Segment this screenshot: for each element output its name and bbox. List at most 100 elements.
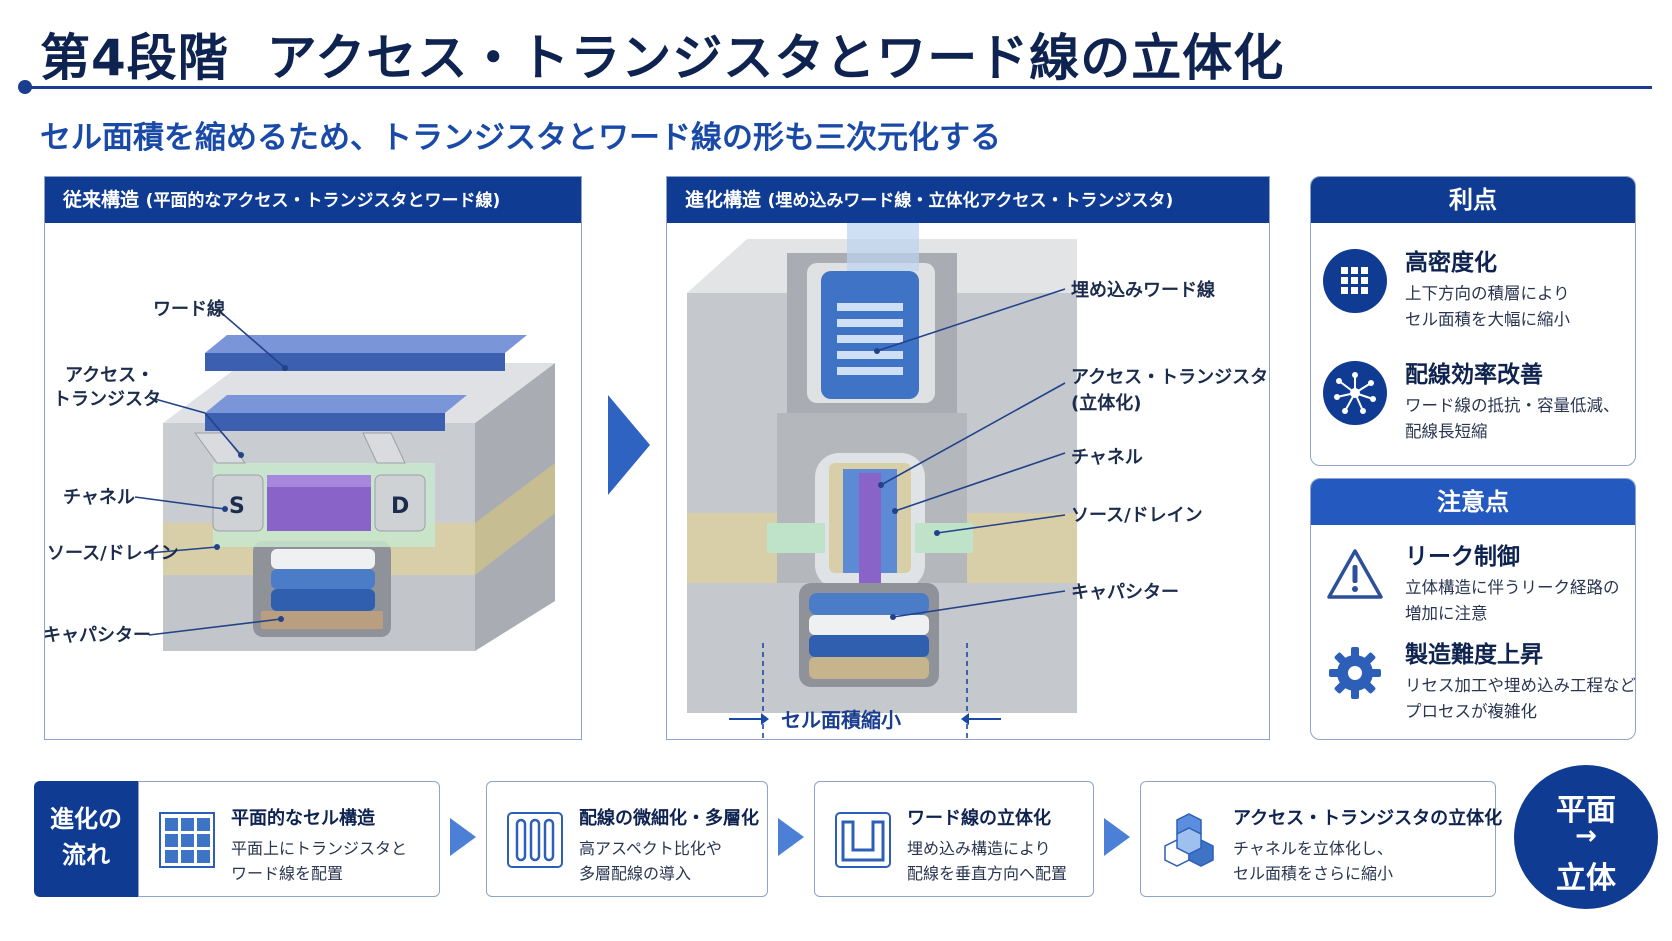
label-channel: チャネル [63,487,135,508]
grid-icon [1323,249,1387,313]
cautions-card: 注意点 リーク制御 立体構造に伴うリーク経路の 増加に注意 製造難度上昇 [1310,478,1636,740]
flow-arrow-icon [778,818,804,856]
word-line-fin [837,367,903,375]
drain-block [374,474,426,532]
flow-step-title: アクセス・トランジスタの立体化 [1233,808,1503,829]
shrink-arrow-right-head [961,713,969,725]
caution-desc: 立体構造に伴うリーク経路の 増加に注意 [1405,575,1620,627]
page-title: 第4段階アクセス・トランジスタとワード線の立体化 [40,18,1284,90]
benefit-item: 高密度化 上下方向の積層により セル面積を大幅に縮小 [1323,243,1627,343]
trench-icon [835,812,891,868]
caution-title: 製造難度上昇 [1405,642,1543,668]
flow-step: 配線の微細化・多層化 高アスペクト比化や 多層配線の導入 [486,781,768,897]
flow-step-desc-line: 高アスペクト比化や [579,839,722,858]
badge-3d: 立体 [1556,861,1616,896]
leader-access [880,382,1066,486]
flow-step-title: 平面的なセル構造 [231,808,375,829]
cubes-icon [1164,813,1214,867]
benefit-title: 配線効率改善 [1405,362,1543,388]
capacitor-ring-2 [271,569,375,589]
conventional-structure-diagram: S D ワード線 アクセス・ トランジスタ チャネル ソース/ドレイン キャパシ… [45,298,555,651]
flow-step-desc-line: 多層配線の導入 [579,864,692,883]
leader-source-drain [148,546,218,554]
label-access-2: トランジスタ [53,389,161,410]
flow-label-line: 流れ [62,841,110,869]
flow-step-desc: 平面上にトランジスタと ワード線を配置 [231,836,407,886]
flow-step-desc-line: 配線を垂直方向へ配置 [907,864,1068,883]
caution-desc-line: 立体構造に伴うリーク経路の [1405,578,1620,597]
source-block [212,474,264,532]
benefit-desc: 上下方向の積層により セル面積を大幅に縮小 [1405,281,1570,333]
label-capacitor: キャパシター [1071,582,1179,603]
label-word-line: ワード線 [153,298,225,320]
flow-step-desc: チャネルを立体化し、 セル面積をさらに縮小 [1233,836,1393,886]
page-subtitle: セル面積を縮めるため、トランジスタとワード線の形も三次元化する [40,120,1001,156]
label-source-drain: ソース/ドレイン [1071,505,1203,526]
caution-desc-line: リセス加工や埋め込み工程など [1405,676,1636,695]
word-line-fin [837,319,903,327]
drain-contact [915,523,973,553]
badge-arrow: → [1575,821,1597,851]
leader-dot [282,365,288,371]
caution-item: 製造難度上昇 リセス加工や埋め込み工程など プロセスが複雑化 [1323,635,1635,735]
cautions-header: 注意点 [1311,479,1635,525]
flow-step-desc: 高アスペクト比化や 多層配線の導入 [579,836,722,886]
word-line-fin [837,335,903,343]
capacitor-ring-3 [271,589,375,611]
capacitor-ring-1 [271,549,375,569]
title-underline-dot [18,80,32,94]
label-channel: チャネル [1071,447,1143,468]
conventional-structure-panel: 従来構造 (平面的なアクセス・トランジスタとワード線) S D [44,176,582,740]
capacitor-base [261,611,383,629]
evolved-structure-panel: 進化構造 (埋め込みワード線・立体化アクセス・トランジスタ) [666,176,1270,740]
capacitor-ring-2 [809,615,929,635]
capacitor-ring-3 [809,635,929,657]
title-text: アクセス・トランジスタとワード線の立体化 [266,29,1285,87]
drain-mark: D [391,494,409,519]
evolution-arrow-icon [608,395,650,495]
word-line-front-top [205,395,467,413]
flow-step-desc-line: 平面上にトランジスタと [231,839,408,858]
warning-icon [1327,549,1383,599]
leader-dot [874,348,880,354]
leader-dot [214,544,220,550]
word-line-fin [837,351,903,359]
leader-capacitor [892,590,1066,618]
flow-step-desc: 埋め込み構造により 配線を垂直方向へ配置 [907,836,1067,886]
leader-access-segment [204,412,242,456]
label-access-1: アクセス・トランジスタ [1071,367,1268,388]
caution-desc-line: 増加に注意 [1405,604,1488,623]
leader-capacitor [148,618,282,636]
benefit-title: 高密度化 [1405,250,1497,276]
pillar-right [362,432,406,464]
word-line-front [205,413,445,431]
leader-channel [894,452,1066,512]
flow-step-desc-line: ワード線を配置 [231,864,344,883]
network-icon [1323,361,1387,425]
flow-label: 進化の 流れ [34,781,138,897]
leader-dot [238,452,244,458]
benefit-item: 配線効率改善 ワード線の抵抗・容量低減、 配線長短縮 [1323,355,1627,455]
benefit-desc-line: セル面積を大幅に縮小 [1405,310,1570,329]
word-line-fin [837,303,903,311]
capacitor-ring-1 [809,593,929,615]
evolved-head: 進化構造 [685,189,762,211]
leader-dot [878,482,884,488]
title-underline [22,86,1652,89]
flow-step: 平面的なセル構造 平面上にトランジスタと ワード線を配置 [138,781,440,897]
channel-gate-top [267,475,371,487]
shrink-arrow-left-head [761,713,769,725]
lines-icon [507,812,563,868]
evolved-panel-header: 進化構造 (埋め込みワード線・立体化アクセス・トランジスタ) [667,177,1269,223]
leader-source-drain [936,514,1066,534]
benefit-desc-line: 上下方向の積層により [1405,284,1570,303]
label-capacitor: キャパシター [45,625,151,646]
leader-dot [934,530,940,536]
label-source-drain: ソース/ドレイン [47,543,179,564]
leader-dot [892,508,898,514]
word-line-top-glow [847,223,919,271]
evolved-head-note: (埋め込みワード線・立体化アクセス・トランジスタ) [767,191,1174,211]
caution-desc-line: プロセスが複雑化 [1405,702,1537,721]
flow-step-desc-line: セル面積をさらに縮小 [1233,864,1394,883]
pillar-left [194,432,246,464]
